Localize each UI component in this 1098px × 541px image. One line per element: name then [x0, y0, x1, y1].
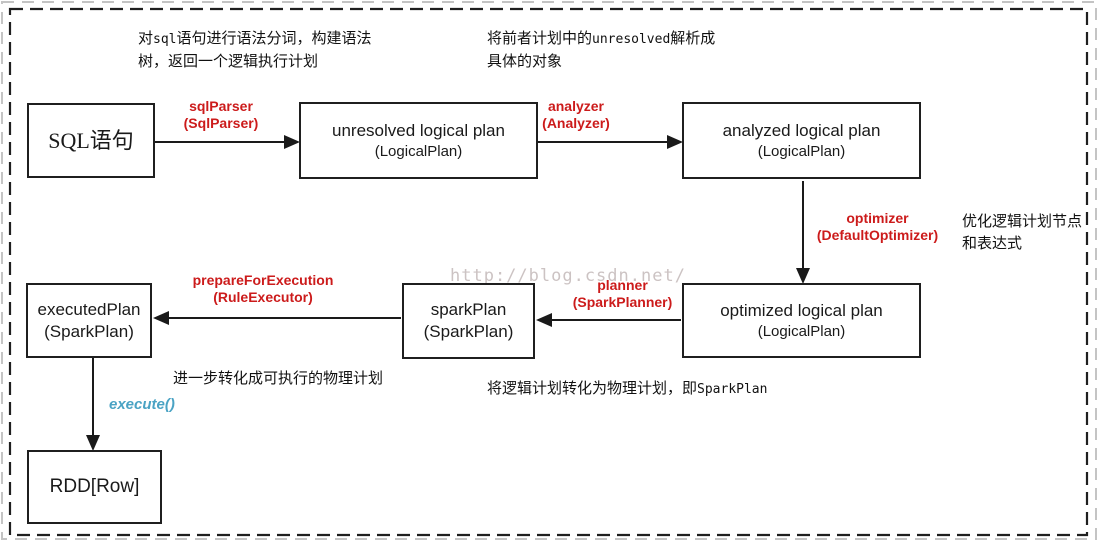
unresolved-logical-plan-title: unresolved logical plan	[332, 120, 505, 140]
optimized-logical-plan-title: optimized logical plan	[720, 300, 883, 320]
annotation-resolve-post: 解析成	[670, 31, 716, 47]
planner-impl: (SparkPlanner)	[572, 294, 673, 310]
analyzed-logical-plan-title: analyzed logical plan	[722, 120, 881, 140]
sqlparser-edge-label: sqlParser (SqlParser)	[155, 98, 287, 132]
unresolved-logical-plan-type: (LogicalPlan)	[374, 142, 463, 160]
annotation-resolve-line2: 具体的对象	[487, 54, 563, 70]
annotation-optimize-line2: 和表达式	[962, 236, 1023, 252]
rdd-row-label: RDD[Row]	[49, 476, 140, 497]
sqlparser-impl: (SqlParser)	[183, 115, 259, 131]
annotation-to-spark-plan-code: SparkPlan	[697, 382, 768, 397]
arrow-analyzer	[538, 135, 683, 149]
executed-plan-title: executedPlan	[37, 299, 141, 319]
annotation-parse-pre: 对	[138, 31, 154, 47]
prepare-for-execution-impl: (RuleExecutor)	[213, 289, 313, 305]
sql-statement-label: SQL语句	[48, 127, 134, 153]
annotation-parse-post: 语句进行语法分词，构建语法	[176, 31, 372, 47]
execute-edge-label: execute()	[109, 396, 175, 413]
sql-statement-box: SQL语句	[27, 103, 155, 178]
planner-edge-label: planner (SparkPlanner)	[550, 277, 695, 311]
executed-plan-box: executedPlan (SparkPlan)	[26, 283, 152, 358]
optimizer-impl: (DefaultOptimizer)	[816, 227, 939, 243]
analyzed-logical-plan-type: (LogicalPlan)	[757, 142, 846, 160]
annotation-parse-line2: 树，返回一个逻辑执行计划	[138, 54, 319, 70]
annotation-resolve-code: unresolved	[592, 32, 671, 47]
annotation-parse: 对sql语句进行语法分词，构建语法 树，返回一个逻辑执行计划	[138, 28, 372, 73]
csdn-watermark: http://blog.csdn.net/	[450, 266, 686, 286]
optimizer-edge-label: optimizer (DefaultOptimizer)	[805, 210, 950, 244]
analyzer-impl: (Analyzer)	[542, 115, 610, 131]
annotation-to-physical: 进一步转化成可执行的物理计划	[173, 371, 384, 387]
sqlparser-name: sqlParser	[189, 98, 253, 114]
prepare-for-execution-edge-label: prepareForExecution (RuleExecutor)	[177, 272, 349, 306]
optimizer-name: optimizer	[846, 210, 909, 226]
inner-dashed-border	[8, 7, 1089, 537]
annotation-parse-code: sql	[153, 32, 177, 47]
arrow-optimizer	[796, 181, 810, 284]
annotation-optimize-line1: 优化逻辑计划节点	[962, 214, 1083, 230]
prepare-for-execution-name: prepareForExecution	[192, 272, 334, 288]
spark-plan-box: sparkPlan (SparkPlan)	[402, 283, 535, 359]
spark-plan-type: (SparkPlan)	[423, 322, 514, 341]
arrow-execute	[86, 358, 100, 451]
analyzed-logical-plan-box: analyzed logical plan (LogicalPlan)	[682, 102, 921, 179]
arrow-sqlparser	[155, 135, 300, 149]
optimized-logical-plan-type: (LogicalPlan)	[757, 322, 846, 340]
annotation-resolve: 将前者计划中的unresolved解析成 具体的对象	[487, 28, 715, 73]
arrow-prepare-for-execution	[153, 311, 401, 325]
analyzer-name: analyzer	[547, 98, 605, 114]
unresolved-logical-plan-box: unresolved logical plan (LogicalPlan)	[299, 102, 538, 179]
planner-name: planner	[597, 277, 648, 293]
optimized-logical-plan-box: optimized logical plan (LogicalPlan)	[682, 283, 921, 358]
annotation-resolve-pre: 将前者计划中的	[487, 31, 593, 47]
annotation-to-spark-plan: 将逻辑计划转化为物理计划，即SparkPlan	[487, 378, 767, 401]
rdd-row-box: RDD[Row]	[27, 450, 162, 524]
annotation-optimize: 优化逻辑计划节点 和表达式	[962, 211, 1082, 255]
spark-plan-title: sparkPlan	[430, 300, 507, 319]
executed-plan-type: (SparkPlan)	[44, 321, 134, 341]
annotation-to-spark-plan-pre: 将逻辑计划转化为物理计划，即	[487, 381, 698, 397]
analyzer-edge-label: analyzer (Analyzer)	[515, 98, 637, 132]
arrow-planner	[536, 313, 681, 327]
